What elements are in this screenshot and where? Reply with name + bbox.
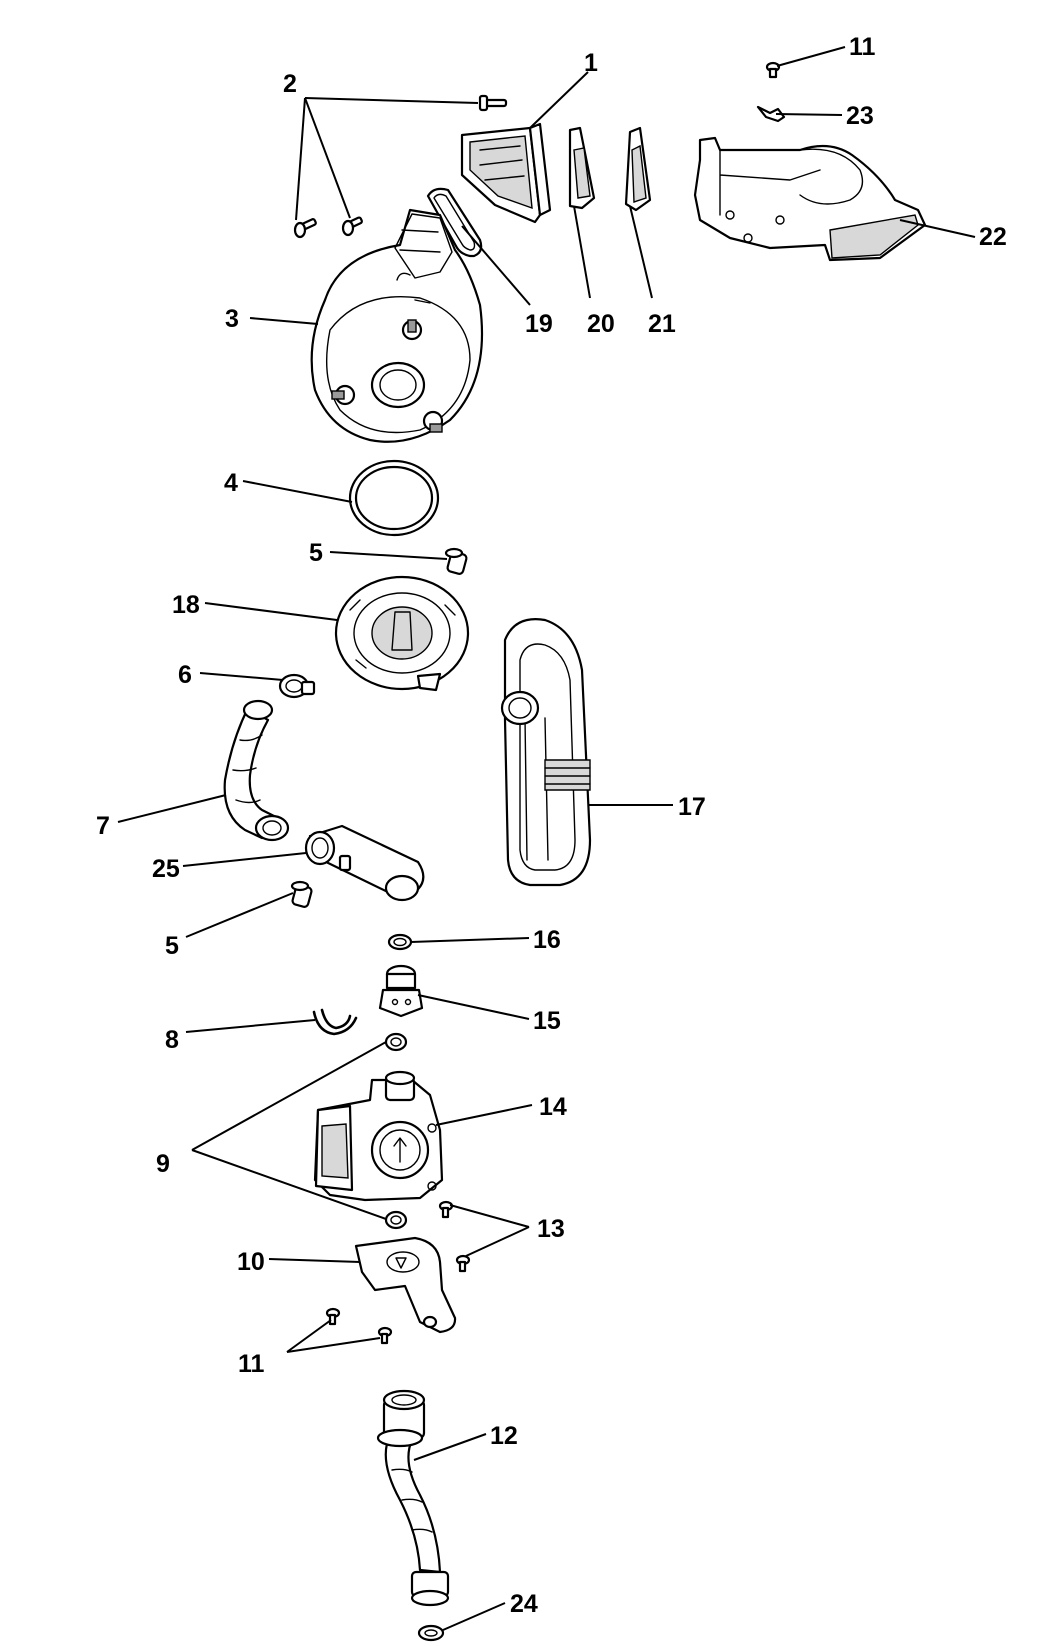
part-5-plug-lower[interactable] bbox=[290, 880, 313, 908]
part-22-fan-housing[interactable] bbox=[693, 136, 927, 262]
callout-1: 1 bbox=[584, 49, 598, 77]
callout-5-lower: 5 bbox=[165, 932, 179, 960]
part-13-screws[interactable] bbox=[438, 1200, 471, 1273]
part-20-flap[interactable] bbox=[568, 126, 596, 210]
callout-21: 21 bbox=[648, 310, 676, 338]
callout-18: 18 bbox=[172, 591, 200, 619]
callout-14: 14 bbox=[539, 1093, 567, 1121]
callout-7: 7 bbox=[96, 812, 110, 840]
part-15-fitting[interactable] bbox=[378, 964, 424, 1018]
callout-15: 15 bbox=[533, 1007, 561, 1035]
part-11-screws-lower[interactable] bbox=[325, 1307, 393, 1345]
callout-13: 13 bbox=[537, 1215, 565, 1243]
callout-labels: 1 2 3 4 5 5 6 7 8 9 10 11 11 12 13 14 15… bbox=[96, 33, 1007, 1618]
callout-11-top: 11 bbox=[849, 33, 876, 61]
part-24-washer[interactable] bbox=[417, 1624, 445, 1642]
callout-12: 12 bbox=[490, 1422, 518, 1450]
part-9-seals[interactable] bbox=[384, 1032, 408, 1230]
part-14-gas-valve[interactable] bbox=[313, 1070, 444, 1202]
part-5-plug-upper[interactable] bbox=[444, 547, 468, 575]
part-2-screws[interactable] bbox=[293, 94, 508, 239]
callout-10: 10 bbox=[237, 1248, 265, 1276]
part-12-flex-pipe[interactable] bbox=[376, 1389, 450, 1607]
callout-4: 4 bbox=[224, 469, 238, 497]
part-25-gas-pipe[interactable] bbox=[304, 824, 425, 902]
callout-6: 6 bbox=[178, 661, 192, 689]
part-17-air-intake-pipe[interactable] bbox=[500, 618, 592, 887]
part-19-gasket[interactable] bbox=[426, 187, 483, 258]
callout-19: 19 bbox=[525, 310, 553, 338]
part-18-burner-base[interactable] bbox=[334, 575, 470, 692]
part-1-air-adapter[interactable] bbox=[460, 122, 552, 224]
part-4-o-ring[interactable] bbox=[348, 459, 440, 537]
callout-25: 25 bbox=[152, 855, 180, 883]
callout-3: 3 bbox=[225, 305, 239, 333]
callout-17: 17 bbox=[678, 793, 706, 821]
callout-20: 20 bbox=[587, 310, 615, 338]
callout-22: 22 bbox=[979, 223, 1007, 251]
callout-11-lower: 11 bbox=[238, 1350, 265, 1378]
callout-23: 23 bbox=[846, 102, 874, 130]
part-11-screw-top[interactable] bbox=[765, 61, 781, 79]
leader-lines bbox=[117, 46, 976, 1631]
callout-8: 8 bbox=[165, 1026, 179, 1054]
part-7-hose[interactable] bbox=[223, 699, 290, 842]
callout-9: 9 bbox=[156, 1150, 170, 1178]
part-16-washer[interactable] bbox=[387, 933, 413, 951]
callout-24: 24 bbox=[510, 1590, 538, 1618]
part-8-wire-clip[interactable] bbox=[312, 1008, 358, 1036]
callout-2: 2 bbox=[283, 70, 297, 98]
part-23-clip[interactable] bbox=[756, 105, 786, 123]
callout-16: 16 bbox=[533, 926, 561, 954]
part-10-bracket[interactable] bbox=[354, 1236, 457, 1334]
callout-5-upper: 5 bbox=[309, 539, 323, 567]
part-3-burner-cover[interactable] bbox=[310, 208, 484, 443]
part-21-flap[interactable] bbox=[624, 126, 652, 212]
part-6-hose-clamp[interactable] bbox=[278, 673, 316, 699]
